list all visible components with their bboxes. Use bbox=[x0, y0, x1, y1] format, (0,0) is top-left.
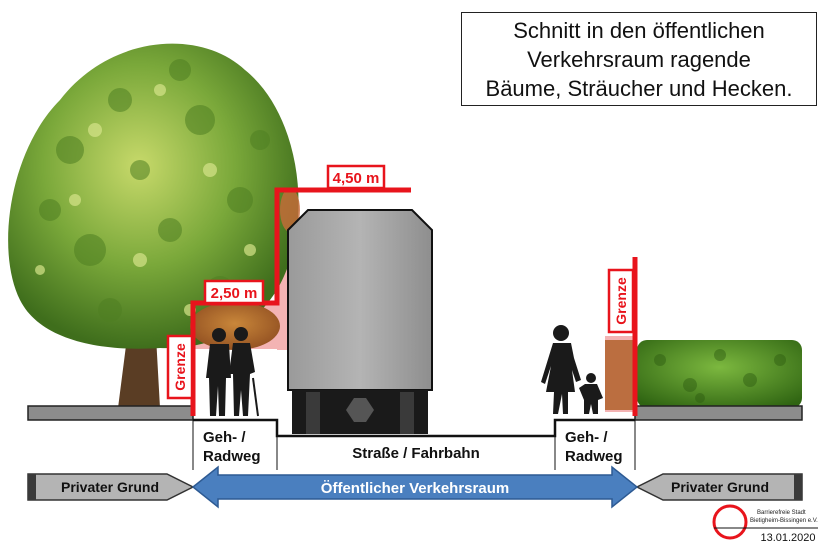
credit-block: Barrierefreie Stadt Bietigheim-Bissingen… bbox=[712, 504, 818, 544]
private-arrow-right-label: Privater Grund bbox=[671, 479, 769, 495]
boundary-label-left: Grenze bbox=[172, 343, 188, 391]
title-box: Schnitt in den öffentlichen Verkehrsraum… bbox=[461, 12, 817, 106]
pedestrians-left bbox=[206, 327, 259, 417]
public-arrow-label: Öffentlicher Verkehrsraum bbox=[321, 480, 509, 497]
credit-org-line1: Barrierefreie Stadt bbox=[757, 510, 806, 516]
title-line-3: Bäume, Sträucher und Hecken. bbox=[485, 75, 793, 101]
boundary-label-right-box bbox=[607, 268, 635, 334]
sidewalk-right-label-2: Radweg bbox=[565, 448, 623, 465]
hedge-right bbox=[637, 340, 802, 408]
private-arrow-left-label: Privater Grund bbox=[61, 479, 159, 495]
public-arrow bbox=[191, 465, 639, 509]
sidewalk-right-label-1: Geh- / bbox=[565, 429, 608, 446]
boundary-label-left-box bbox=[166, 334, 194, 400]
org-logo bbox=[712, 504, 748, 540]
tree-crown bbox=[8, 43, 299, 349]
credit-org-line2: Bietigheim-Bissingen e.V. bbox=[750, 518, 818, 524]
ground-left bbox=[27, 405, 194, 421]
tree bbox=[8, 43, 299, 408]
vehicle bbox=[287, 209, 433, 434]
vehicle-axle bbox=[346, 398, 374, 422]
boundary-label-right: Grenze bbox=[613, 277, 629, 325]
overhang-foliage bbox=[280, 188, 300, 232]
vehicle-body bbox=[287, 209, 433, 391]
shrub-right bbox=[605, 340, 635, 410]
ground-right bbox=[634, 405, 803, 421]
pedestrians-right bbox=[541, 325, 603, 414]
credit-date: 13.01.2020 bbox=[760, 532, 815, 544]
height-label-high: 4,50 m bbox=[333, 170, 380, 187]
sidewalk-left-label-1: Geh- / bbox=[203, 429, 246, 446]
road-label: Straße / Fahrbahn bbox=[352, 445, 480, 462]
title-line-2: Verkehrsraum ragende bbox=[527, 46, 751, 72]
street-profile bbox=[193, 418, 635, 438]
shrub-left bbox=[190, 302, 280, 350]
sidewalk-left-label-2: Radweg bbox=[203, 448, 261, 465]
height-label-low: 2,50 m bbox=[211, 285, 258, 302]
height-label-low-box bbox=[203, 279, 265, 305]
title-line-1: Schnitt in den öffentlichen bbox=[513, 17, 765, 43]
height-label-high-box bbox=[326, 164, 386, 190]
